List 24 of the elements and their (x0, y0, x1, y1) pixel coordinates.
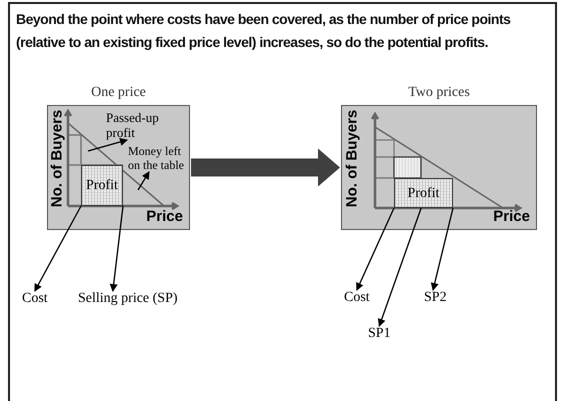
leader-arrow (88, 138, 128, 152)
leader-arrow (110, 206, 124, 292)
leader-arrow (137, 171, 150, 190)
leader-arrow (430, 208, 454, 291)
callout-label: SP1 (368, 326, 391, 341)
panel-heading: Two prices (407, 85, 471, 100)
axis-title: Price (146, 208, 183, 225)
callout-label: SP2 (424, 290, 447, 305)
leader-arrow (378, 208, 422, 327)
profit-area: Profit (81, 165, 123, 206)
leader-arrow (356, 208, 395, 291)
heading-text: Beyond the point where costs have been covered, as the number of price points (relative to an existing fixed price level) increases, so do the potential profits. (16, 10, 512, 52)
callout-label: Cost (22, 291, 48, 306)
panel-heading: One price (90, 85, 147, 100)
block-arrow (191, 148, 340, 186)
annotation-text: Passed-up profit (106, 110, 176, 140)
profit-area: Profit (394, 178, 453, 208)
callout-label: Selling price (SP) (78, 291, 178, 306)
leader-arrow (34, 206, 82, 292)
axis-title: No. of Buyers (344, 108, 360, 208)
axis-title: Price (493, 208, 530, 225)
axis-title: No. of Buyers (48, 108, 66, 208)
callout-label: Cost (344, 290, 370, 305)
annotation-text: Money left on the table (128, 144, 188, 172)
